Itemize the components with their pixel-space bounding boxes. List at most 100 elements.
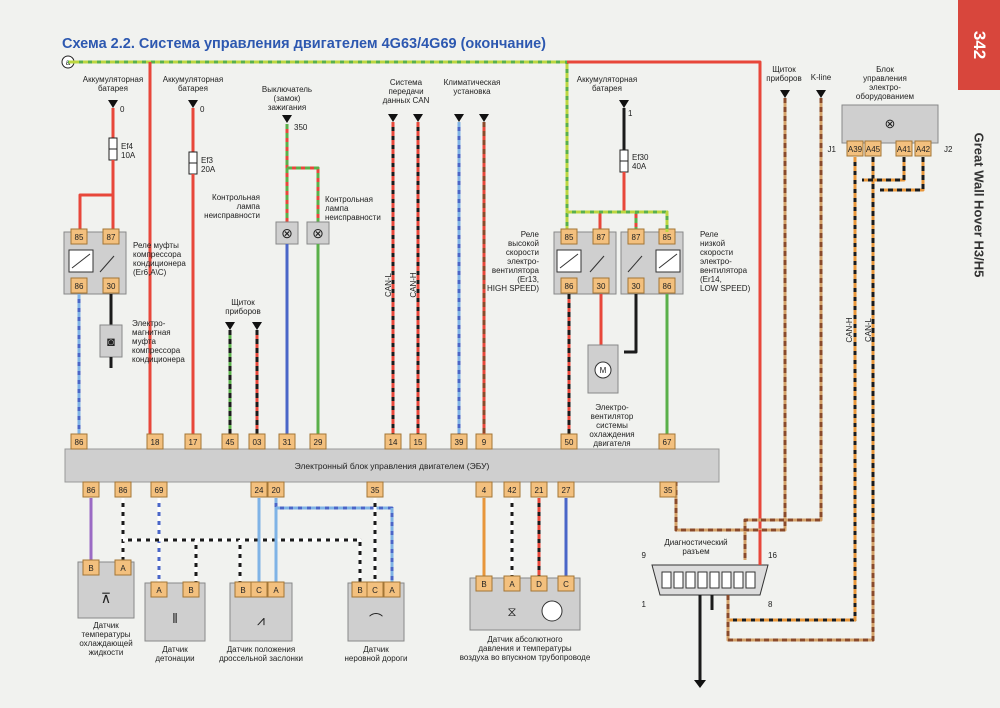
pin-body-A39 [846,140,864,157]
wire-ground-bus-stripe [123,538,362,583]
label-can-system: Система [390,78,423,87]
pin-map-d-label: D [536,580,542,589]
label-kline: K-line [811,73,832,82]
lamp-right-icon: ⊗ [312,225,324,241]
pin-body-A42-label: A42 [916,145,931,154]
pin-throttle-a [267,581,285,598]
label-ignition: Выключатель [262,85,312,94]
ecu-label: Электронный блок управления двигателем (… [295,461,490,471]
diag-pin-1-label: 1 [642,600,647,609]
pin-ac-87 [102,228,120,245]
label-can-h: CAN-H [409,272,418,298]
ecu-top-pin-03 [248,433,266,450]
label-clutch: Электро- [132,319,166,328]
ecu-top-pin-29 [309,433,327,450]
ecu-bottom-pin-35 [659,481,677,498]
ecu-top-pin-86-label: 86 [75,438,84,447]
ignition-arrow [282,115,292,123]
pin-low-87 [627,228,645,245]
ecu-bottom-pin-86-label: 86 [119,486,128,495]
pin-low-87-label: 87 [632,233,641,242]
label-sensor-coolant: охлаждающей [79,639,132,648]
pin-ac-87-label: 87 [107,233,116,242]
label-sensor-coolant: температуры [82,630,131,639]
relay-low-switch [627,255,643,273]
label-ignition: (замок) [274,94,301,103]
label-clutch: муфта [132,337,156,346]
relay-high-switch [589,255,605,273]
wire-5v-stripe [274,498,394,583]
diag-pin-6 [721,571,732,589]
ecu-top-pin-45-label: 45 [226,438,235,447]
body-ctrl-icon: ⊗ [885,116,896,131]
ecu-top-pin-50 [560,433,578,450]
label-fan: двигателя [593,439,630,448]
pin-ac-85 [70,228,88,245]
label-dash-top: Щиток [772,65,796,74]
label-diag: разъем [682,547,709,556]
label-fuse-ef4: 10A [121,151,136,160]
ecu-bottom-pin-86 [114,481,132,498]
label-relay-low: электро- [700,257,732,266]
label-can-h-r: CAN-H [845,317,854,343]
label-relay-ac: (Er6,A\C) [133,268,167,277]
fan-motor-letter: M [600,366,607,375]
label-relay-high: HIGH SPEED) [487,284,539,293]
pin-low-86-label: 86 [663,282,672,291]
sensor-throttle-icon: ⩘ [257,612,265,628]
ecu-top-pin-67-label: 67 [663,438,672,447]
diag-pin-8 [745,571,756,589]
label-sensor-rough: неровной дороги [345,654,408,663]
ecu-bottom-pin-35-label: 35 [371,486,380,495]
label-relay-high: вентилятора [492,266,540,275]
ecu-bottom-pin-20-label: 20 [272,486,281,495]
ecu-top-pin-15-label: 15 [414,438,423,447]
diag-pin-16-label: 16 [768,551,777,560]
pin-high-86 [560,277,578,294]
label-lamp-left: лампа [237,202,261,211]
wire-a-bus-stripe [74,60,569,230]
ecu-top-pin-67 [658,433,676,450]
pin-body-A41-label: A41 [897,145,912,154]
can-arrow-1 [388,114,398,122]
label-battery-2: батарея [178,84,208,93]
diag-pin-7 [733,571,744,589]
label-fuse-ef3: 20A [201,165,216,174]
label-lamp-right: лампа [325,204,349,213]
pin-ac-86-label: 86 [75,282,84,291]
ecu-bottom-pin-35-label: 35 [664,486,673,495]
ecu-top-pin-17 [184,433,202,450]
label-body-ctrl: Блок [876,65,894,74]
label-clutch: кондиционера [132,355,185,364]
label-relay-high: (Er13, [517,275,539,284]
label-lamp-left: Контрольная [212,193,260,202]
relay-low-coil-mark [658,253,678,269]
label-lamp-left: неисправности [204,211,260,220]
pin-body-A41 [895,140,913,157]
label-sensor-knock: Датчик [162,645,188,654]
pin-coolant-a [114,559,132,576]
ecu-bottom-pin-20 [267,481,285,498]
ecu-top-pin-29-label: 29 [314,438,323,447]
wire-a-bus [74,60,569,230]
diag-pin-8-label: 8 [768,600,773,609]
ecu-top-pin-31 [278,433,296,450]
pin-ac-86 [70,277,88,294]
label-relay-ac: компрессора [133,250,182,259]
pin-knock-b-label: B [188,586,193,595]
label-body-ctrl: электро- [869,83,901,92]
label-dash-mid: Щиток [231,298,255,307]
label-can-l-r: CAN-L [864,317,873,342]
label-diag: Диагностический [664,538,727,547]
label-fan: системы [596,421,628,430]
ecu-bottom-pin-42-label: 42 [508,486,517,495]
label-relay-high: высокой [508,239,539,248]
supply-0a: 0 [120,105,125,114]
climate-arrow-2 [479,114,489,122]
ecu-bottom-pin-4-label: 4 [482,486,487,495]
ecu-top-pin-39-label: 39 [455,438,464,447]
supply-1: 1 [628,109,633,118]
pin-knock-b [182,581,200,598]
label-relay-high: электро- [507,257,539,266]
